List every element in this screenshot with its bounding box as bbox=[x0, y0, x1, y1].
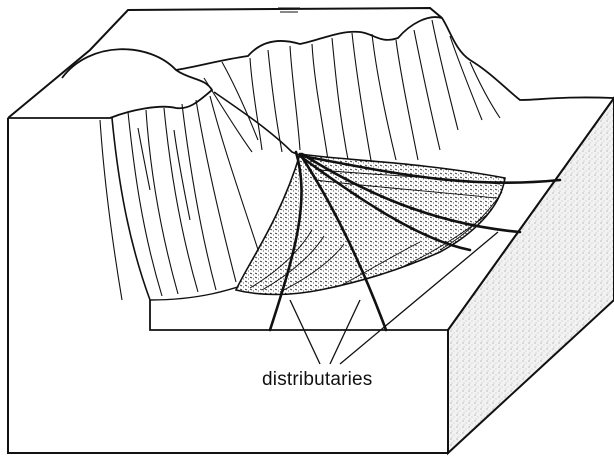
leader-line-2 bbox=[330, 300, 360, 364]
block-top-outline bbox=[8, 8, 442, 118]
leader-line-1 bbox=[290, 300, 320, 364]
distributaries-label: distributaries bbox=[262, 369, 373, 391]
block-side-face bbox=[448, 98, 614, 453]
plateau-dome bbox=[8, 49, 212, 118]
cliff-skyline bbox=[176, 17, 614, 100]
left-cliff-face bbox=[100, 96, 262, 300]
